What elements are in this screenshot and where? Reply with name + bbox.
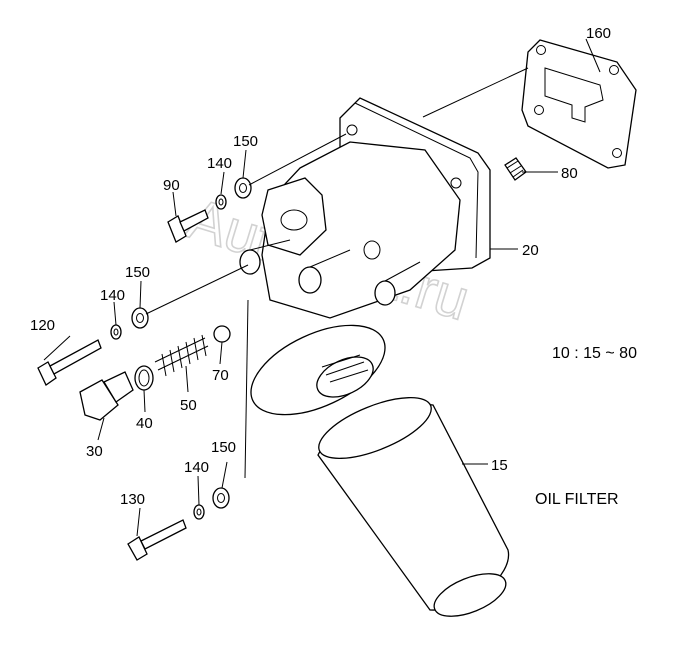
callout-70: 70 bbox=[212, 367, 229, 384]
callout-120: 120 bbox=[30, 317, 55, 334]
washer-140-bottom[interactable] bbox=[193, 504, 205, 520]
callout-90: 90 bbox=[163, 177, 180, 194]
leader-lines bbox=[43, 38, 601, 537]
plug-30[interactable] bbox=[79, 371, 134, 421]
callout-30: 30 bbox=[86, 443, 103, 460]
washer-150-mid[interactable] bbox=[131, 307, 149, 329]
washer-140-mid[interactable] bbox=[110, 324, 122, 340]
callout-150-bot: 150 bbox=[211, 439, 236, 456]
washer-150-bottom[interactable] bbox=[212, 487, 230, 509]
washer-150-top[interactable] bbox=[234, 177, 252, 199]
plug-part[interactable] bbox=[504, 157, 527, 181]
washer-140-top[interactable] bbox=[215, 194, 227, 210]
callout-140-mid: 140 bbox=[100, 287, 125, 304]
callout-20: 20 bbox=[522, 242, 539, 259]
callout-140-bot: 140 bbox=[184, 459, 209, 476]
ball-70[interactable] bbox=[213, 325, 231, 343]
callout-150-mid: 150 bbox=[125, 264, 150, 281]
callout-40: 40 bbox=[136, 415, 153, 432]
gasket-part[interactable] bbox=[521, 39, 637, 169]
callout-130: 130 bbox=[120, 491, 145, 508]
filter-cartridge-part[interactable] bbox=[311, 385, 511, 625]
ratio-note: 10 : 15 ~ 80 bbox=[552, 345, 637, 362]
callout-160: 160 bbox=[586, 25, 611, 42]
filter-housing-part[interactable] bbox=[238, 97, 491, 433]
callout-80: 80 bbox=[561, 165, 578, 182]
callout-50: 50 bbox=[180, 397, 197, 414]
bolt-120[interactable] bbox=[37, 339, 102, 386]
callout-15: 15 bbox=[491, 457, 508, 474]
diagram-caption: OIL FILTER bbox=[535, 491, 619, 508]
callout-140-top: 140 bbox=[207, 155, 232, 172]
bolt-130[interactable] bbox=[127, 519, 187, 561]
callout-150-top: 150 bbox=[233, 133, 258, 150]
oring-40[interactable] bbox=[134, 365, 154, 391]
spring-50[interactable] bbox=[154, 334, 209, 377]
bolt-90[interactable] bbox=[167, 209, 209, 243]
